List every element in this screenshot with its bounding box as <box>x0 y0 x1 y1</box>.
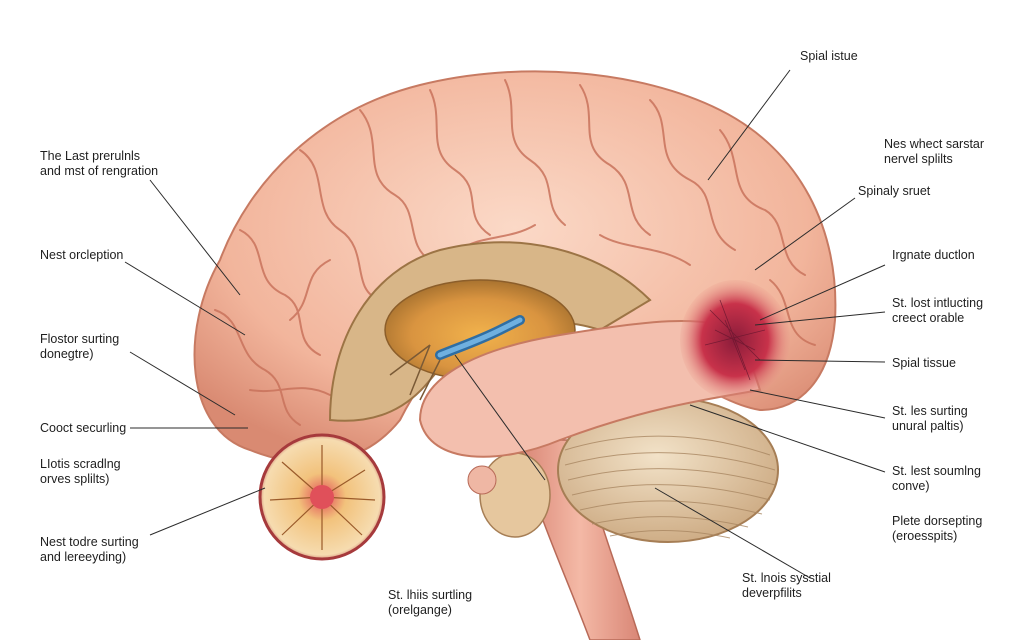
label-spinaly-sruet: Spinaly sruet <box>858 184 931 198</box>
label-nest-orclep: Nest orcleption <box>40 248 124 262</box>
label-the-last: The Last prerulnls and mst of rengration <box>40 149 159 178</box>
label-spial-istue: Spial istue <box>800 49 858 63</box>
label-nes-whect: Nes whect sarstar nervel splilts <box>884 137 985 166</box>
label-st-les: St. les surting unural paltis) <box>892 404 968 433</box>
label-flostor: Flostor surting donegtre) <box>40 332 120 361</box>
small-nodule <box>467 465 497 495</box>
label-st-lest: St. lest soumlng conve) <box>892 464 981 493</box>
label-spial-tissue: Spial tissue <box>892 356 956 370</box>
label-plete: Plete dorsepting (eroesspits) <box>892 514 983 543</box>
label-st-lnois: St. lnois sysstial deverpfilits <box>742 571 831 600</box>
label-coost: Cooct securling <box>40 421 127 435</box>
label-llotis: LIotis scradlng orves splilts) <box>40 457 121 486</box>
leader-lines <box>124 69 886 579</box>
label-irgnate: Irgnate ductlon <box>892 248 975 262</box>
label-st-lhis: St. lhiis surtling (orelgange) <box>388 588 473 617</box>
pons <box>479 452 551 538</box>
label-nest-todre: Nest todre surting and lereeyding) <box>40 535 139 564</box>
label-st-lost: St. lost intlucting creect orable <box>892 296 984 325</box>
